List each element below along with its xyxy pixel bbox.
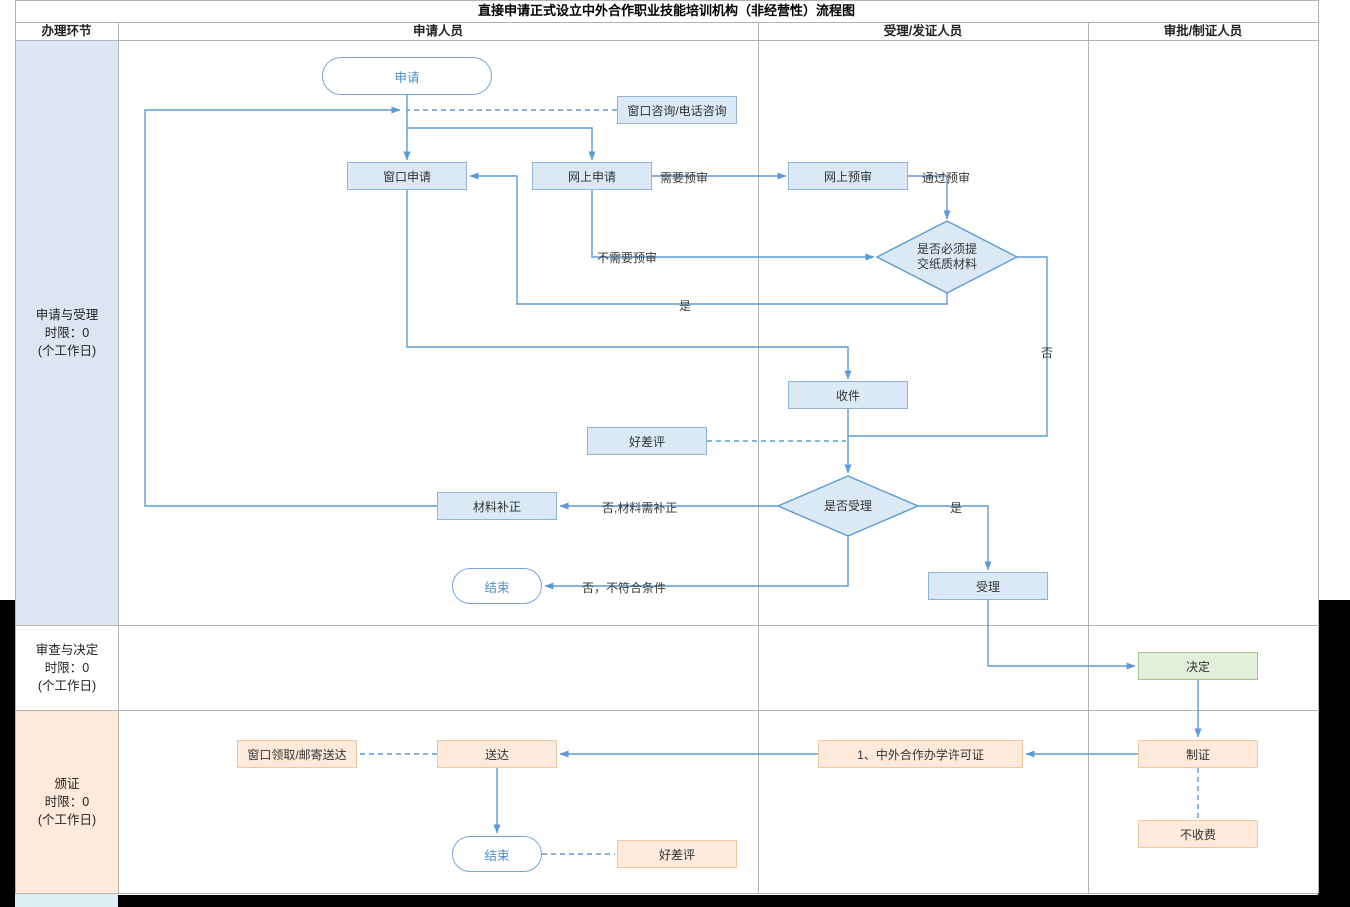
node-window-consult: 窗口咨询/电话咨询 xyxy=(617,96,737,124)
column-header-approver: 审批/制证人员 xyxy=(1163,24,1243,38)
node-decide: 决定 xyxy=(1138,652,1258,680)
grid-line xyxy=(15,0,1318,1)
lane-name: 颁证 xyxy=(54,776,80,791)
edge-label-no-1: 否 xyxy=(1041,346,1054,360)
edge-label-yes-2: 是 xyxy=(950,501,963,515)
grid-line xyxy=(15,40,1318,41)
edge-label-yes-1: 是 xyxy=(679,299,692,313)
grid-line xyxy=(1318,0,1319,893)
node-apply-start: 申请 xyxy=(322,57,492,95)
grid-line xyxy=(15,893,1318,894)
flow-connector xyxy=(848,256,1048,437)
grid-line xyxy=(1088,22,1089,893)
node-license: 1、中外合作办学许可证 xyxy=(818,740,1023,768)
column-header-acceptor: 受理/发证人员 xyxy=(883,24,963,38)
column-header-applicant: 申请人员 xyxy=(412,24,463,38)
flow-connector xyxy=(908,175,951,220)
flow-connector xyxy=(407,127,596,161)
column-header-steps: 办理环节 xyxy=(41,24,92,38)
lane-limit: 时限：0 xyxy=(44,660,90,675)
node-no-fee: 不收费 xyxy=(1138,820,1258,848)
node-window-pickup: 窗口领取/邮寄送达 xyxy=(237,740,357,768)
node-window-apply: 窗口申请 xyxy=(347,162,467,190)
node-make-cert: 制证 xyxy=(1138,740,1258,768)
black-edge-right xyxy=(1318,600,1350,907)
lane-unit: (个工作日) xyxy=(37,678,97,693)
node-evaluation-1: 好差评 xyxy=(587,427,707,455)
lane-name: 审查与决定 xyxy=(35,642,99,657)
flow-connector xyxy=(918,505,992,571)
node-end-1: 结束 xyxy=(452,568,542,604)
edge-label-no-reject: 否，不符合条件 xyxy=(582,581,667,595)
grid-line xyxy=(15,22,1318,23)
lane-name: 申请与受理 xyxy=(35,307,99,322)
lane-unit: (个工作日) xyxy=(37,812,97,827)
black-edge-left xyxy=(0,600,15,907)
node-end-2: 结束 xyxy=(452,836,542,872)
grid-line xyxy=(15,0,16,893)
flow-connector xyxy=(591,190,875,261)
flow-connector xyxy=(987,600,1136,670)
grid-line xyxy=(15,710,1318,711)
black-edge-bottom xyxy=(118,895,1350,907)
lane-cell-issue-cert: 颁证 时限：0 (个工作日) xyxy=(16,710,118,893)
diagram-title: 直接申请正式设立中外合作职业技能培训机构（非经营性）流程图 xyxy=(477,3,855,18)
lane-unit: (个工作日) xyxy=(37,343,97,358)
node-receive: 收件 xyxy=(788,381,908,409)
edge-label-no-material: 否,材料需补正 xyxy=(602,501,678,515)
flow-connector xyxy=(469,172,948,305)
lane-cell-bottom-stub xyxy=(15,893,118,907)
node-deliver: 送达 xyxy=(437,740,557,768)
lane-cell-apply-accept: 申请与受理 时限：0 (个工作日) xyxy=(16,40,118,625)
node-material-fix: 材料补正 xyxy=(437,492,557,520)
edge-label-pass-preview: 通过预审 xyxy=(922,171,971,185)
node-online-preview: 网上预审 xyxy=(788,162,908,190)
node-decision-accept-label: 是否受理 xyxy=(823,499,872,513)
node-decision-need-paper-label: 是否必须提交纸质材料 xyxy=(916,242,977,271)
edge-label-need-preview: 需要预审 xyxy=(660,171,709,185)
lane-limit: 时限：0 xyxy=(44,325,90,340)
node-evaluation-2: 好差评 xyxy=(617,840,737,868)
grid-line xyxy=(118,22,119,893)
lane-limit: 时限：0 xyxy=(44,794,90,809)
flow-connector xyxy=(406,190,852,380)
flow-connector xyxy=(144,106,437,507)
node-accept: 受理 xyxy=(928,572,1048,600)
decision-diamond-need-paper xyxy=(875,220,1019,294)
edge-label-no-need-preview: 不需要预审 xyxy=(597,251,658,265)
node-online-apply: 网上申请 xyxy=(532,162,652,190)
grid-line xyxy=(15,625,1318,626)
decision-diamond-accept xyxy=(776,475,920,537)
lane-cell-review-decide: 审查与决定 时限：0 (个工作日) xyxy=(16,625,118,710)
grid-line xyxy=(758,22,759,893)
flow-connector xyxy=(544,536,849,590)
